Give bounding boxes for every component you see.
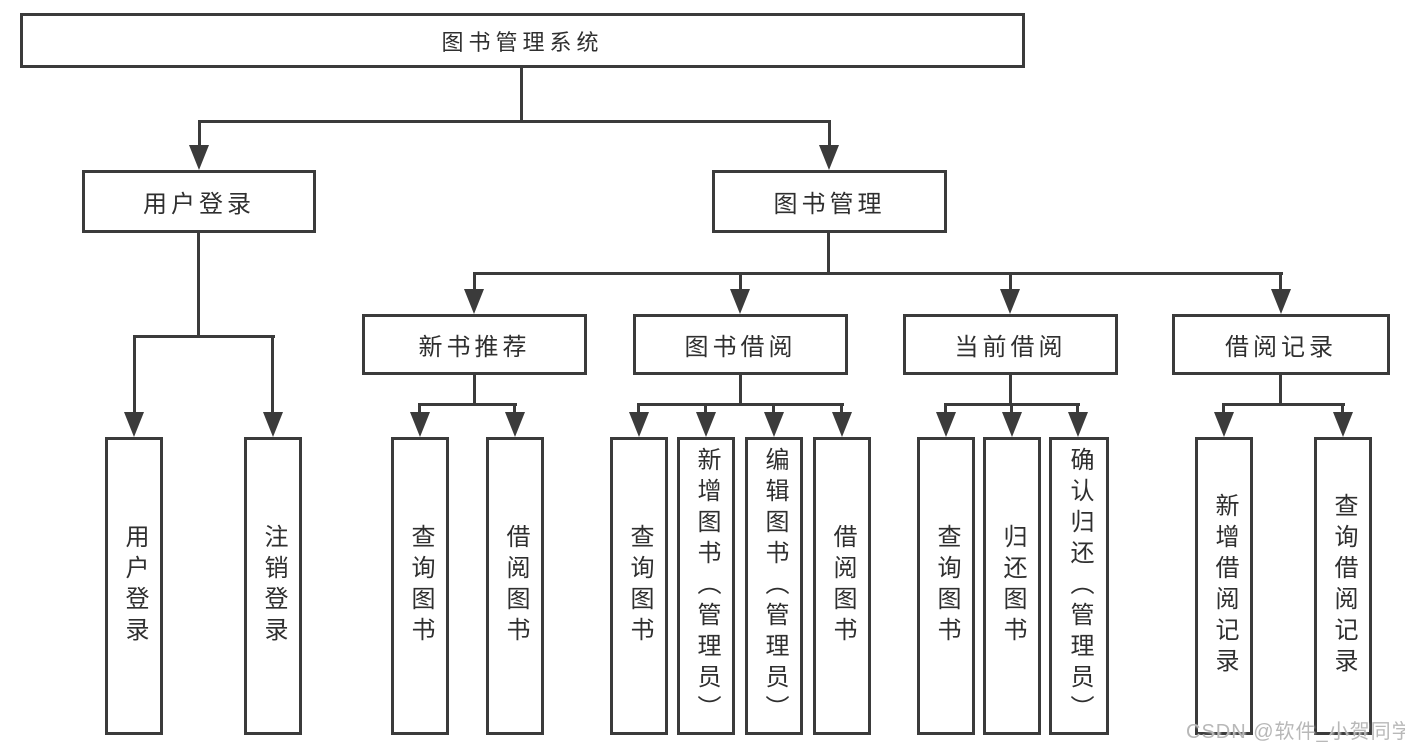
connector-line [772, 403, 775, 412]
connector-line [418, 403, 517, 406]
arrow-down-icon [189, 145, 209, 170]
connector-line [1009, 272, 1012, 289]
arrow-down-icon [730, 289, 750, 314]
node-label: 新书推荐 [418, 334, 531, 361]
connector-line [827, 233, 830, 272]
leaf-label: 查询图书 [626, 524, 653, 648]
arrow-down-icon [1000, 289, 1020, 314]
leaf-borrow-books-recommend: 借阅图书 [486, 437, 544, 735]
leaf-label: 查询图书 [407, 524, 434, 648]
connector-line [198, 120, 831, 123]
leaf-label: 借阅图书 [502, 524, 529, 648]
leaf-add-borrow-record: 新增借阅记录 [1195, 437, 1253, 735]
node-book-borrowing: 图书借阅 [633, 314, 848, 375]
node-new-book-recommend: 新书推荐 [362, 314, 587, 375]
connector-line [637, 403, 640, 412]
arrow-down-icon [696, 412, 716, 437]
connector-line [1279, 272, 1282, 289]
connector-line [1010, 403, 1013, 412]
leaf-label: 编辑图书（管理员） [761, 446, 788, 726]
csdn-watermark: CSDN @软件_小贺同学 [1186, 721, 1405, 743]
node-label: 图书管理 [773, 191, 886, 218]
connector-line [1341, 403, 1344, 412]
connector-line [739, 272, 742, 289]
connector-line [473, 272, 476, 289]
connector-line [520, 68, 523, 120]
leaf-label: 新增图书（管理员） [693, 446, 720, 726]
leaf-query-books-borrowing: 查询图书 [610, 437, 668, 735]
arrow-down-icon [832, 412, 852, 437]
leaf-confirm-return-admin: 确认归还（管理员） [1049, 437, 1109, 735]
connector-line [473, 375, 476, 403]
leaf-query-books-current: 查询图书 [917, 437, 975, 735]
connector-line [473, 272, 1283, 275]
leaf-query-books-recommend: 查询图书 [391, 437, 449, 735]
arrow-down-icon [1068, 412, 1088, 437]
connector-line [418, 403, 421, 412]
leaf-label: 确认归还（管理员） [1066, 446, 1093, 726]
arrow-down-icon [1214, 412, 1234, 437]
leaf-label: 新增借阅记录 [1211, 493, 1238, 679]
leaf-user-login: 用户登录 [105, 437, 163, 735]
connector-line [637, 403, 844, 406]
leaf-return-book: 归还图书 [983, 437, 1041, 735]
arrow-down-icon [936, 412, 956, 437]
connector-line [133, 335, 275, 338]
arrow-down-icon [764, 412, 784, 437]
arrow-down-icon [819, 145, 839, 170]
connector-line [1076, 403, 1079, 412]
connector-line [704, 403, 707, 412]
leaf-borrow-books: 借阅图书 [813, 437, 871, 735]
node-borrow-records: 借阅记录 [1172, 314, 1390, 375]
connector-line [271, 335, 274, 412]
connector-line [739, 375, 742, 403]
leaf-add-book-admin: 新增图书（管理员） [677, 437, 735, 735]
leaf-label: 归还图书 [999, 524, 1026, 648]
node-label: 借阅记录 [1225, 334, 1337, 361]
leaf-logout: 注销登录 [244, 437, 302, 735]
connector-line [133, 335, 136, 412]
leaf-label: 注销登录 [260, 524, 287, 648]
arrow-down-icon [1002, 412, 1022, 437]
leaf-label: 查询图书 [933, 524, 960, 648]
leaf-label: 借阅图书 [829, 524, 856, 648]
node-current-borrowing: 当前借阅 [903, 314, 1118, 375]
connector-line [828, 120, 831, 145]
connector-line [197, 233, 200, 335]
node-label: 当前借阅 [954, 334, 1067, 361]
node-label: 图书管理系统 [441, 29, 604, 55]
connector-line [944, 403, 947, 412]
node-label: 用户登录 [143, 191, 255, 218]
arrow-down-icon [263, 412, 283, 437]
node-label: 图书借阅 [684, 334, 797, 361]
connector-line [198, 120, 201, 145]
leaf-query-borrow-record: 查询借阅记录 [1314, 437, 1372, 735]
leaf-edit-book-admin: 编辑图书（管理员） [745, 437, 803, 735]
arrow-down-icon [410, 412, 430, 437]
connector-line [513, 403, 516, 412]
leaf-label: 用户登录 [121, 524, 148, 648]
arrow-down-icon [1333, 412, 1353, 437]
connector-line [1222, 403, 1225, 412]
node-user-login: 用户登录 [82, 170, 316, 233]
arrow-down-icon [1271, 289, 1291, 314]
node-library-system: 图书管理系统 [20, 13, 1025, 68]
arrow-down-icon [124, 412, 144, 437]
node-book-management: 图书管理 [712, 170, 947, 233]
arrow-down-icon [505, 412, 525, 437]
connector-line [1009, 375, 1012, 403]
arrow-down-icon [464, 289, 484, 314]
connector-line [1279, 375, 1282, 403]
connector-line [1222, 403, 1345, 406]
connector-line [840, 403, 843, 412]
arrow-down-icon [629, 412, 649, 437]
leaf-label: 查询借阅记录 [1330, 493, 1357, 679]
